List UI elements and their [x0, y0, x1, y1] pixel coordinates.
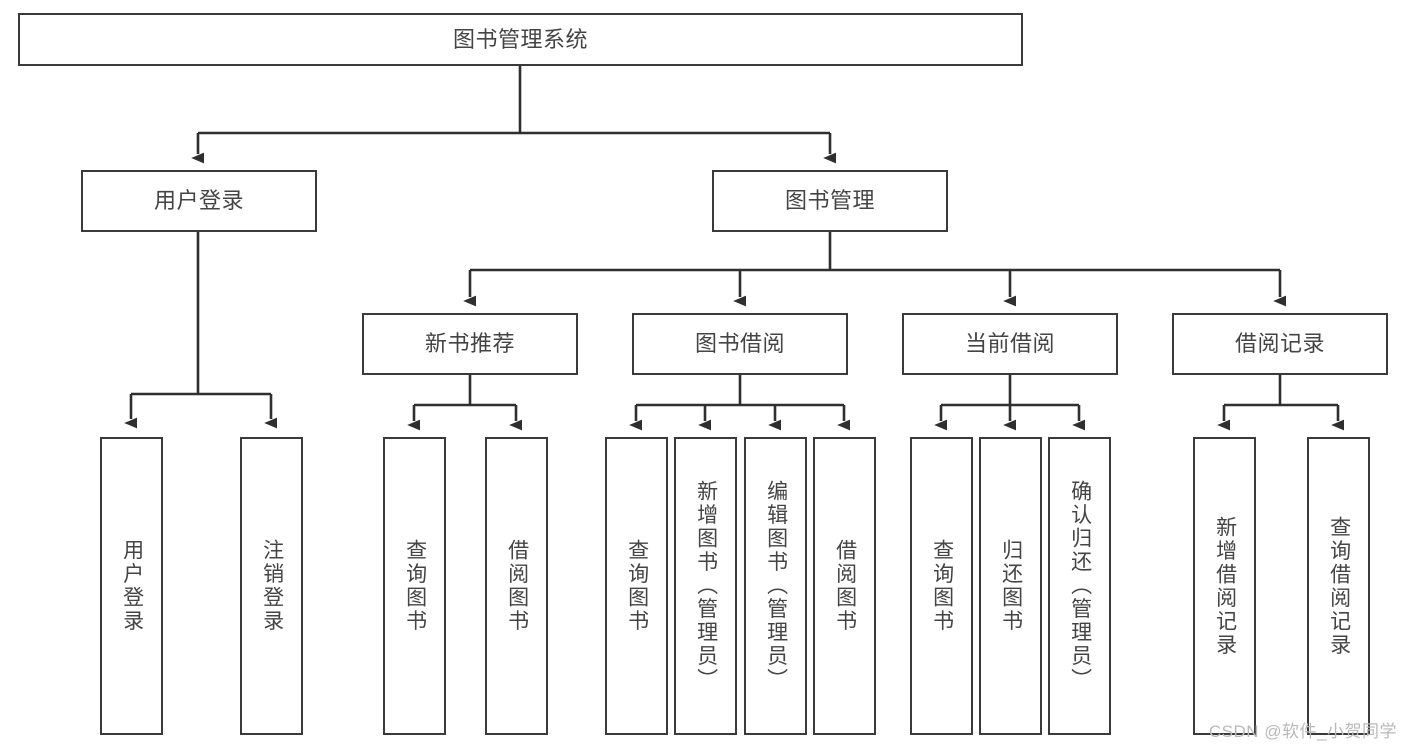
leaf-confirm-return[interactable]: 确认归还（管理员）	[1048, 437, 1111, 735]
node-label: 新书推荐	[424, 331, 515, 357]
node-label: 借阅图书	[505, 539, 529, 633]
node-label: 查询图书	[930, 539, 954, 633]
node-label: 注销登录	[260, 539, 284, 633]
leaf-add-book[interactable]: 新增图书（管理员）	[674, 437, 737, 735]
node-label: 用户登录	[153, 188, 244, 214]
node-label: 查询图书	[625, 539, 649, 633]
leaf-query-book-1[interactable]: 查询图书	[383, 437, 446, 735]
leaf-borrow-book-2[interactable]: 借阅图书	[813, 437, 876, 735]
node-label: 归还图书	[999, 539, 1023, 633]
node-borrow-record[interactable]: 借阅记录	[1172, 313, 1388, 375]
node-label: 查询借阅记录	[1327, 515, 1351, 657]
leaf-logout[interactable]: 注销登录	[240, 437, 303, 735]
node-label: 借阅记录	[1234, 331, 1325, 357]
leaf-user-login[interactable]: 用户登录	[100, 437, 163, 735]
node-label: 图书管理系统	[452, 26, 588, 52]
leaf-borrow-book-1[interactable]: 借阅图书	[485, 437, 548, 735]
node-label: 图书借阅	[694, 331, 785, 357]
leaf-edit-book[interactable]: 编辑图书（管理员）	[744, 437, 807, 735]
leaf-query-book-2[interactable]: 查询图书	[605, 437, 668, 735]
node-new-book-recommend[interactable]: 新书推荐	[362, 313, 578, 375]
node-root-system[interactable]: 图书管理系统	[18, 13, 1023, 66]
node-label: 新增借阅记录	[1213, 515, 1237, 657]
node-label: 当前借阅	[964, 331, 1055, 357]
leaf-query-record[interactable]: 查询借阅记录	[1307, 437, 1370, 735]
leaf-return-book[interactable]: 归还图书	[979, 437, 1042, 735]
node-user-login[interactable]: 用户登录	[81, 170, 317, 232]
node-label: 借阅图书	[833, 539, 857, 633]
node-label: 确认归还（管理员）	[1068, 480, 1092, 692]
node-current-borrow[interactable]: 当前借阅	[902, 313, 1118, 375]
node-label: 图书管理	[784, 188, 875, 214]
node-label: 编辑图书（管理员）	[764, 480, 788, 692]
node-label: 查询图书	[403, 539, 427, 633]
leaf-add-record[interactable]: 新增借阅记录	[1193, 437, 1256, 735]
node-label: 新增图书（管理员）	[694, 480, 718, 692]
leaf-query-book-3[interactable]: 查询图书	[910, 437, 973, 735]
node-book-manage[interactable]: 图书管理	[712, 170, 948, 232]
node-label: 用户登录	[120, 539, 144, 633]
node-book-borrow[interactable]: 图书借阅	[632, 313, 848, 375]
